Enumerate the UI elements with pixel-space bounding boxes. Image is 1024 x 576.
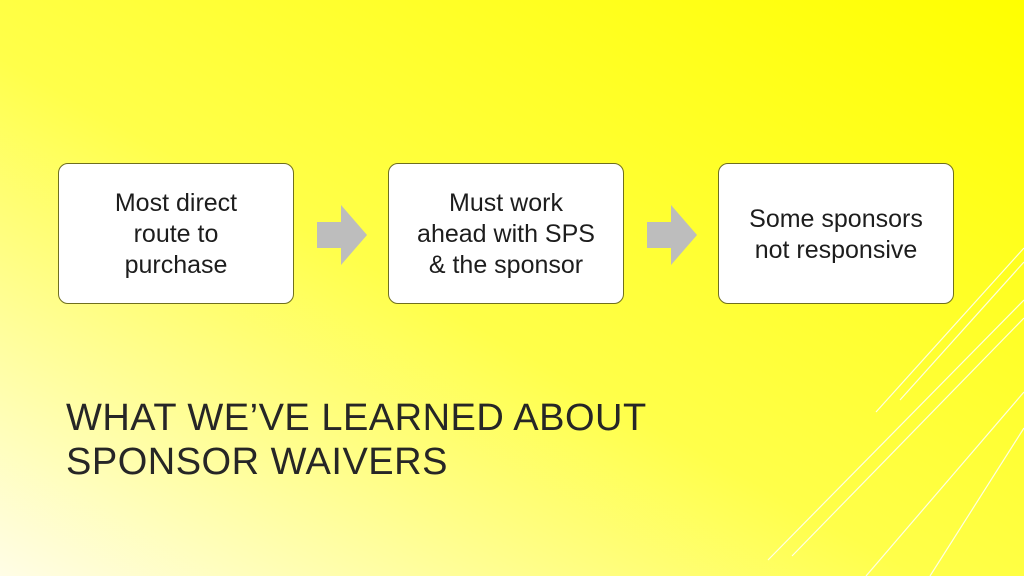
decorative-lines xyxy=(767,247,1024,576)
step-3-line-1: Some sponsors xyxy=(749,205,923,233)
step-2-line-1: Must work xyxy=(449,189,563,217)
right-arrow-icon xyxy=(647,205,697,265)
slide-title: WHAT WE’VE LEARNED ABOUT SPONSOR WAIVERS xyxy=(66,396,766,484)
process-step-3-text: Some sponsors not responsive xyxy=(749,204,923,266)
process-step-3: Some sponsors not responsive xyxy=(718,163,954,304)
step-3-line-2: not responsive xyxy=(754,236,918,264)
step-1-line-1: Most direct xyxy=(114,189,238,217)
process-step-1-text: Most direct route to purchase xyxy=(115,188,237,281)
step-2-line-2: ahead with SPS xyxy=(417,220,595,248)
slide-title-line-2: SPONSOR WAIVERS xyxy=(66,441,448,483)
step-1-line-3: purchase xyxy=(124,251,228,279)
process-step-2-text: Must work ahead with SPS & the sponsor xyxy=(417,188,595,281)
slide-title-line-1: WHAT WE’VE LEARNED ABOUT xyxy=(66,397,647,439)
step-1-line-2: route to xyxy=(133,220,219,248)
right-arrow-icon xyxy=(317,205,367,265)
process-step-2: Must work ahead with SPS & the sponsor xyxy=(388,163,624,304)
process-step-1: Most direct route to purchase xyxy=(58,163,294,304)
step-2-line-3: & the sponsor xyxy=(428,251,584,279)
